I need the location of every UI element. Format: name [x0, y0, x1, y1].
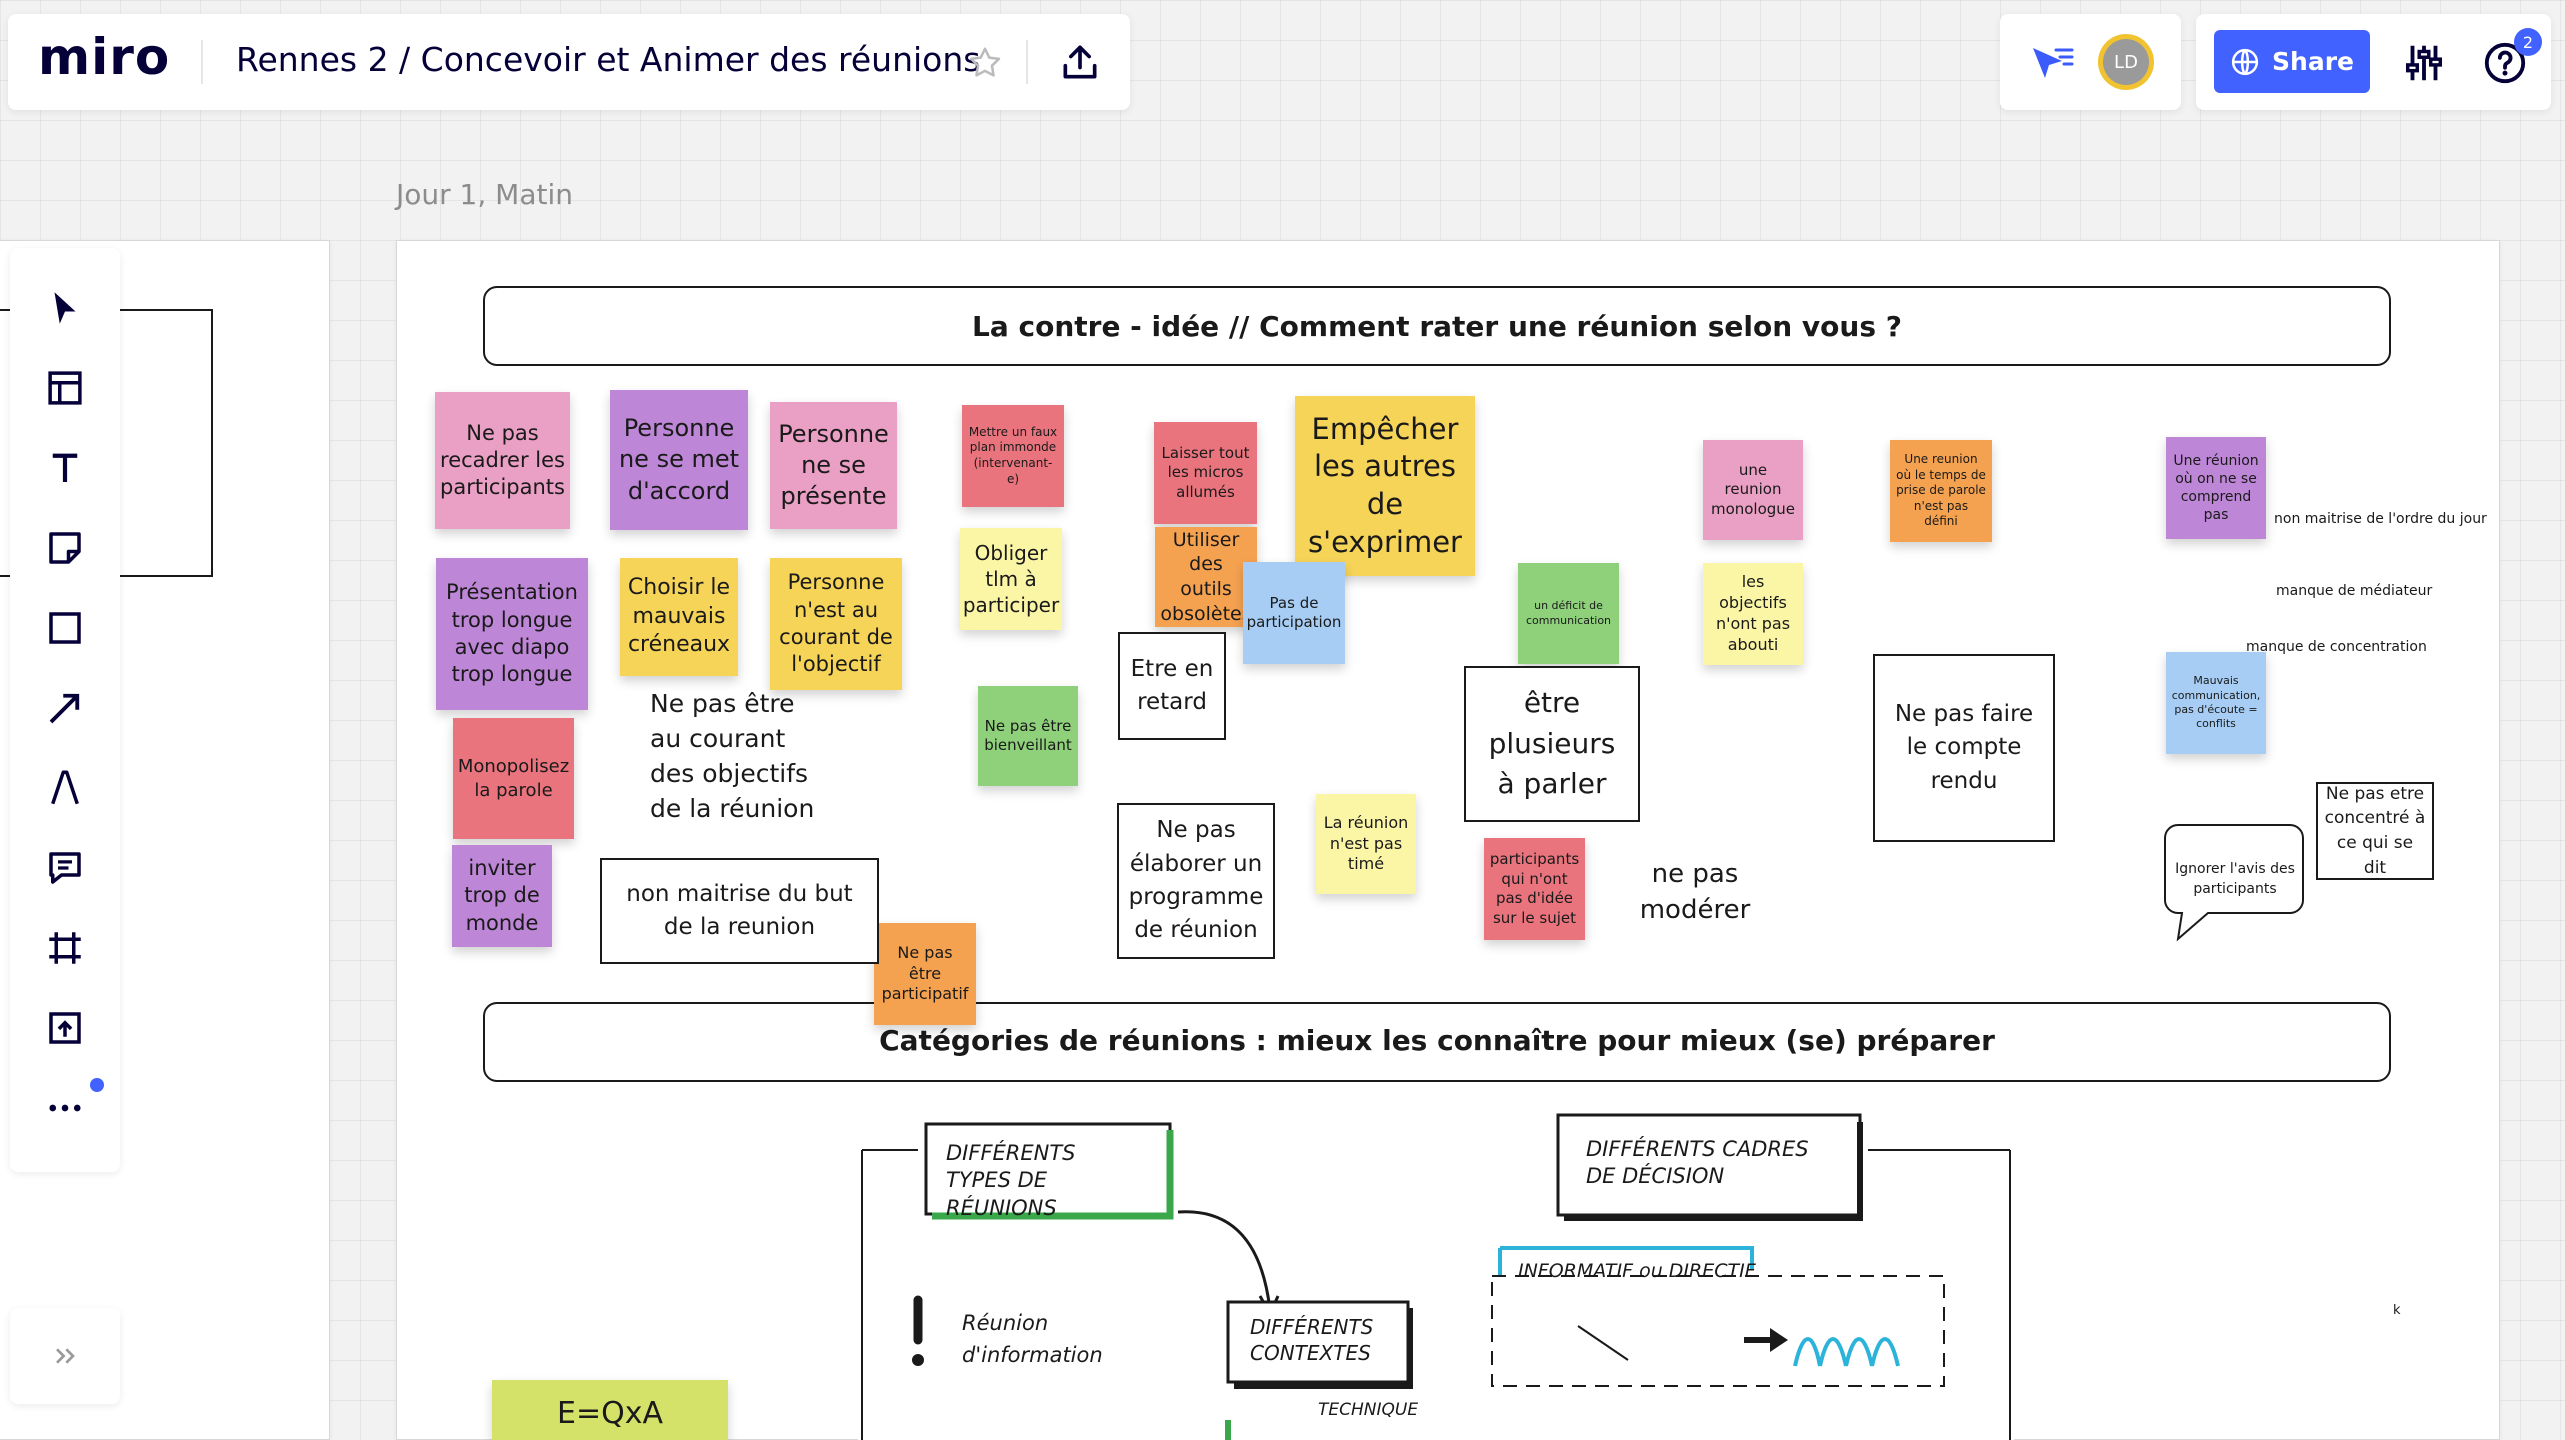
- sticky-note[interactable]: Personne ne se présente: [770, 402, 897, 529]
- frame-label[interactable]: Jour 1, Matin: [396, 178, 573, 211]
- separator: [1026, 40, 1028, 84]
- share-label: Share: [2272, 47, 2354, 76]
- sketch-cadres-label: DIFFÉRENTS CADRES DE DÉCISION: [1586, 1137, 1809, 1189]
- text-item[interactable]: non maitrise de l'ordre du jour: [2274, 511, 2487, 527]
- section-header-categories[interactable]: Catégories de réunions : mieux les conna…: [483, 1002, 2391, 1082]
- sticky-note[interactable]: Laisser tout les micros allumés: [1154, 422, 1257, 524]
- share-panel: Share 2: [2196, 14, 2551, 110]
- creation-toolbar: [10, 248, 120, 1172]
- separator: [201, 40, 203, 84]
- sticky-note[interactable]: les objectifs n'ont pas abouti: [1703, 563, 1803, 665]
- sticky-note[interactable]: un déficit de communication: [1518, 563, 1619, 664]
- bubble-text: Ignorer l'avis des participants: [2175, 861, 2295, 897]
- sketch-types-label: DIFFÉRENTS TYPES DE RÉUNIONS: [946, 1141, 1076, 1220]
- text-box[interactable]: non maitrise du but de la reunion: [600, 858, 879, 964]
- sliders-icon[interactable]: [2401, 40, 2447, 86]
- share-button[interactable]: Share: [2214, 30, 2370, 93]
- collaboration-panel: LD: [2000, 14, 2181, 110]
- text-item[interactable]: Ne pas être au courant des objectifs de …: [650, 689, 815, 823]
- cursor-follow-icon[interactable]: [2030, 42, 2074, 82]
- sticky-note[interactable]: Pas de participation: [1243, 562, 1345, 664]
- question-icon[interactable]: [2482, 40, 2528, 86]
- text-box[interactable]: être plusieurs à parler: [1464, 666, 1640, 822]
- sticky-note[interactable]: E=QxA: [492, 1380, 728, 1440]
- sticky-note[interactable]: La réunion n'est pas timé: [1316, 794, 1416, 894]
- select-icon[interactable]: [5, 278, 125, 338]
- sticky-note[interactable]: Présentation trop longue avec diapo trop…: [436, 558, 588, 710]
- sticky-note[interactable]: Ne pas être participatif: [874, 923, 976, 1025]
- globe-icon: [2231, 48, 2259, 75]
- avatar-initials: LD: [2103, 39, 2149, 85]
- text-box[interactable]: Ne pas etre concentré à ce qui se dit: [2316, 782, 2434, 880]
- board-title[interactable]: Rennes 2 / Concevoir et Animer des réuni…: [236, 40, 981, 79]
- sketch-informatif-label: INFORMATIF ou DIRECTIF: [1518, 1260, 1756, 1282]
- board-header: miro Rennes 2 / Concevoir et Animer des …: [8, 14, 1130, 110]
- double-chevron-right-icon: [56, 1348, 75, 1364]
- sticky-note[interactable]: Mauvais communication, pas d'écoute = co…: [2166, 652, 2266, 754]
- comment-icon[interactable]: [5, 838, 125, 898]
- text-item[interactable]: manque de concentration: [2246, 639, 2427, 655]
- text-box[interactable]: Ne pas élaborer un programme de réunion: [1117, 803, 1275, 959]
- sketch-technique-label: TECHNIQUE: [1318, 1400, 1419, 1420]
- notification-dot: [90, 1078, 104, 1092]
- sticky-note[interactable]: participants qui n'ont pas d'idée sur le…: [1484, 838, 1585, 940]
- templates-icon[interactable]: [5, 358, 125, 418]
- arrow-icon[interactable]: [5, 678, 125, 738]
- text-item[interactable]: manque de médiateur: [2276, 583, 2433, 599]
- sticky-note[interactable]: Une réunion où on ne se comprend pas: [2166, 437, 2266, 539]
- sticky-note[interactable]: Utiliser des outils obsolètes: [1155, 527, 1257, 627]
- sticky-note[interactable]: Choisir le mauvais créneaux: [620, 558, 738, 676]
- frame-icon[interactable]: [5, 918, 125, 978]
- sticky-note[interactable]: une reunion monologue: [1703, 440, 1803, 540]
- sticky-note[interactable]: Une reunion où le temps de prise de paro…: [1890, 440, 1992, 542]
- star-icon[interactable]: [966, 44, 1004, 82]
- more-icon[interactable]: [5, 1078, 125, 1138]
- sticky-note-icon[interactable]: [5, 518, 125, 578]
- pen-icon[interactable]: [5, 758, 125, 818]
- section-header-contre-idee[interactable]: La contre - idée // Comment rater une ré…: [483, 286, 2391, 366]
- help-badge: 2: [2514, 28, 2542, 56]
- sticky-note[interactable]: inviter trop de monde: [452, 845, 552, 947]
- text-box[interactable]: Ne pas faire le compte rendu: [1873, 654, 2055, 842]
- sketch-info-label: Réunion d'information: [962, 1311, 1103, 1367]
- sticky-note[interactable]: Empêcher les autres de s'exprimer: [1295, 396, 1475, 576]
- upload-icon[interactable]: [1058, 40, 1102, 84]
- sticky-note[interactable]: Ne pas être bienveillant: [978, 686, 1078, 786]
- text-box[interactable]: Etre en retard: [1118, 632, 1226, 740]
- sticky-note[interactable]: Ne pas recadrer les participants: [435, 392, 570, 529]
- shape-icon[interactable]: [5, 598, 125, 658]
- text-item[interactable]: ne pas modérer: [1639, 859, 1751, 926]
- speech-bubble[interactable]: Ignorer l'avis des participants: [2164, 824, 2304, 942]
- sticky-note[interactable]: Mettre un faux plan immonde (intervenant…: [962, 405, 1064, 507]
- miro-logo[interactable]: miro: [38, 28, 171, 86]
- sticky-note[interactable]: Monopolisez la parole: [453, 718, 574, 839]
- sticky-note[interactable]: Personne n'est au courant de l'objectif: [770, 558, 902, 690]
- upload-icon[interactable]: [5, 998, 125, 1058]
- text-item[interactable]: k: [2393, 1303, 2401, 1318]
- text-icon[interactable]: [5, 438, 125, 498]
- sketch-contextes-label: DIFFÉRENTS CONTEXTES: [1250, 1315, 1374, 1365]
- sketchnote-image[interactable]: DIFFÉRENTS TYPES DE RÉUNIONS DIFFÉRENTS …: [858, 1100, 2014, 1440]
- expand-panel-button[interactable]: [10, 1308, 120, 1404]
- sticky-note[interactable]: Personne ne se met d'accord: [610, 390, 748, 530]
- sticky-note[interactable]: Obliger tlm à participer: [960, 528, 1062, 630]
- avatar[interactable]: LD: [2098, 34, 2154, 90]
